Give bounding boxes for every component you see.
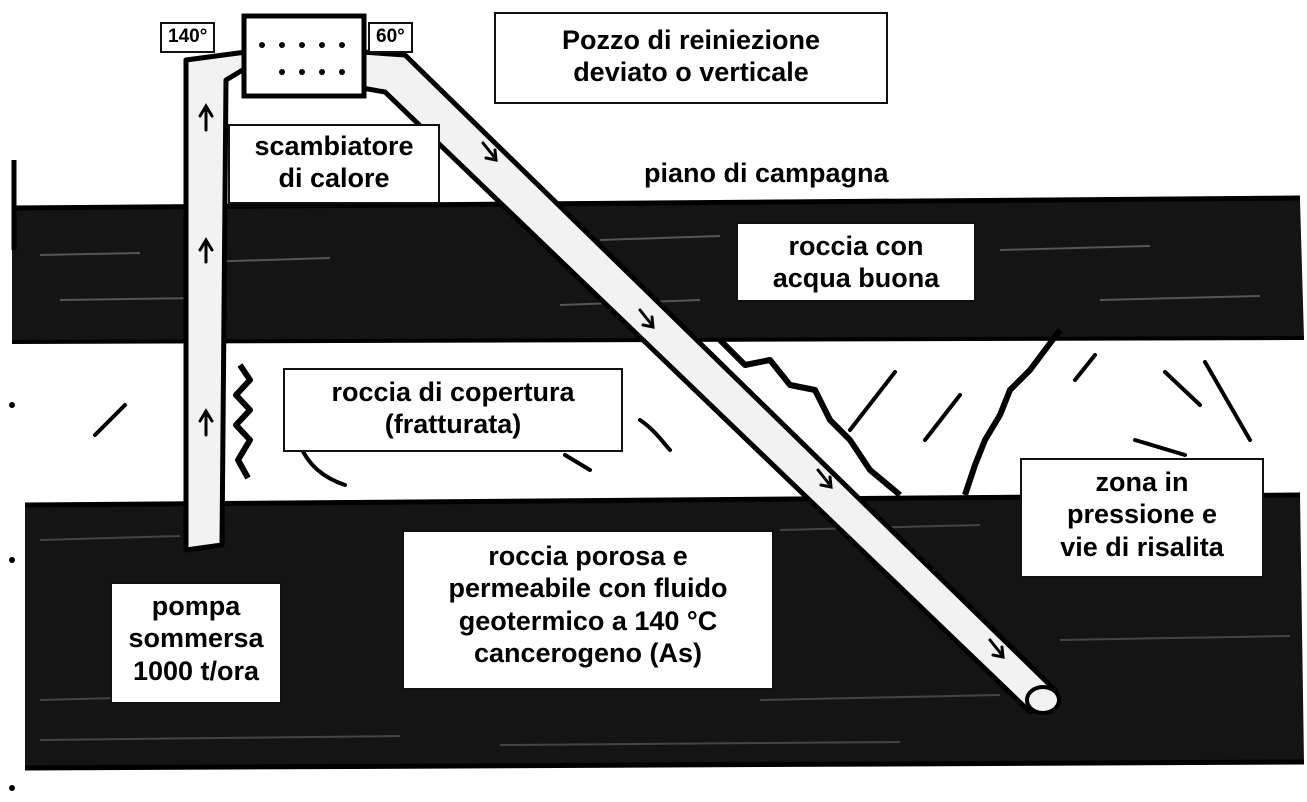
heat-exchanger-line1: scambiatore	[254, 131, 414, 161]
aquifer-texture	[39, 235, 1261, 306]
caprock-label: roccia di copertura (fratturata)	[283, 368, 623, 452]
pump-line3: 1000 t/ora	[132, 655, 260, 686]
aquifer-line2: acqua buona	[772, 263, 940, 294]
temperature-hot-label: 140°	[160, 22, 216, 53]
reservoir-line3: geotermico a 140 °C	[458, 605, 718, 636]
heat-exchanger-line2: di calore	[278, 163, 390, 194]
heat-exchanger-coils	[259, 42, 345, 75]
pump-label: pompa sommersa 1000 t/ora	[110, 582, 282, 704]
reservoir-line1: roccia porosa e	[488, 541, 688, 571]
ground-surface-label: piano di campagna	[640, 157, 893, 190]
caprock-line1: roccia di copertura	[331, 377, 575, 407]
aquifer-rock-layer	[12, 200, 1304, 342]
pump-line2: sommersa	[128, 623, 264, 654]
pump-line1: pompa	[151, 591, 241, 621]
reinjection-pipe-end	[1025, 685, 1061, 715]
aquifer-label: roccia con acqua buona	[736, 222, 976, 302]
well-title-line2: deviato o verticale	[573, 57, 809, 88]
heat-exchanger-box	[241, 13, 367, 99]
well-title: Pozzo di reiniezione deviato o verticale	[494, 12, 888, 104]
heat-exchanger-label: scambiatore di calore	[228, 124, 440, 204]
reservoir-label: roccia porosa e permeabile con fluido ge…	[402, 530, 774, 690]
well-title-line1: Pozzo di reiniezione	[561, 25, 821, 55]
edge-marks	[9, 402, 15, 791]
flow-arrows	[198, 103, 1005, 659]
pressure-zone-label: zona in pressione e vie di risalita	[1020, 458, 1264, 578]
reservoir-line4: cancerogeno (As)	[473, 638, 703, 669]
pressure-zone-line2: pressione e	[1066, 499, 1218, 530]
aquifer-line1: roccia con	[788, 231, 924, 261]
temperature-cold-label: 60°	[368, 22, 413, 53]
pressure-zone-line1: zona in	[1095, 467, 1189, 497]
pressure-zone-line3: vie di risalita	[1060, 531, 1224, 562]
bottom-line	[24, 759, 1305, 771]
caprock-line2: (fratturata)	[384, 409, 522, 440]
leakage-paths	[233, 328, 1063, 498]
reservoir-line2: permeabile con fluido	[448, 573, 728, 604]
